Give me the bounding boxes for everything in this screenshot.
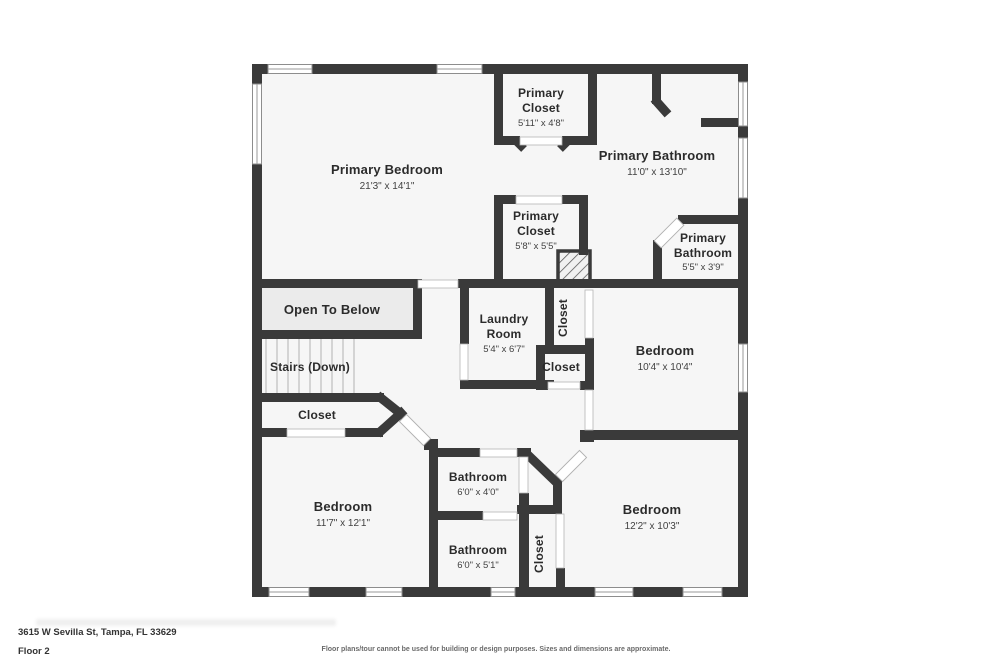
label-primary-bathroom: Primary Bathroom: [599, 148, 716, 163]
label-bedroom-bottom-right: Bedroom: [623, 502, 681, 517]
windows: [252, 64, 748, 597]
hatched-chase: [556, 249, 592, 283]
dims-laundry: 5'4" x 6'7": [483, 344, 525, 355]
label-laundry-2: Room: [487, 327, 522, 341]
label-primary-closet-mid-2: Closet: [517, 224, 555, 238]
label-laundry-1: Laundry: [480, 312, 529, 326]
label-primary-bedroom: Primary Bedroom: [331, 162, 443, 177]
dims-bathroom-lower: 6'0" x 5'1": [457, 560, 499, 571]
dims-primary-bathroom: 11'0" x 13'10": [627, 167, 687, 178]
faded-watermark: [36, 619, 336, 626]
label-bathroom-upper: Bathroom: [449, 470, 507, 484]
disclaimer-text: Floor plans/tour cannot be used for buil…: [322, 646, 671, 653]
door-openings: [286, 136, 685, 569]
dims-primary-closet-top: 5'11" x 4'8": [518, 118, 564, 129]
dims-bathroom-upper: 6'0" x 4'0": [457, 487, 499, 498]
label-primary-bathroom-small-2: Bathroom: [674, 246, 732, 260]
floor-label: Floor 2: [18, 646, 50, 657]
label-hall-closet: Closet: [298, 408, 336, 422]
dims-bedroom-left: 11'7" x 12'1": [316, 518, 371, 529]
footer: 3615 W Sevilla St, Tampa, FL 33629 Floor…: [18, 619, 670, 657]
label-bedroom-right: Bedroom: [636, 343, 694, 358]
label-laundry-closet: Closet: [556, 299, 570, 337]
room-labels: Primary Bedroom 21'3" x 14'1" Primary Cl…: [270, 86, 732, 573]
dims-primary-bathroom-small: 5'5" x 3'9": [682, 262, 724, 273]
open-to-below-area: [262, 288, 413, 330]
label-primary-closet-top-2: Closet: [522, 101, 560, 115]
dims-bedroom-right: 10'4" x 10'4": [638, 362, 693, 373]
label-hall-closet-small: Closet: [542, 360, 580, 374]
label-primary-closet-mid-1: Primary: [513, 209, 559, 223]
label-open-to-below: Open To Below: [284, 302, 381, 317]
dims-primary-closet-mid: 5'8" x 5'5": [515, 241, 557, 252]
dims-primary-bedroom: 21'3" x 14'1": [360, 181, 415, 192]
label-bedroom2-closet: Closet: [532, 535, 546, 573]
label-stairs: Stairs (Down): [270, 360, 350, 374]
label-bathroom-lower: Bathroom: [449, 543, 507, 557]
label-bedroom-left: Bedroom: [314, 499, 372, 514]
label-primary-closet-top-1: Primary: [518, 86, 564, 100]
dims-bedroom-bottom-right: 12'2" x 10'3": [625, 521, 680, 532]
label-primary-bathroom-small-1: Primary: [680, 231, 726, 245]
stairs-treads: [265, 339, 355, 393]
address-text: 3615 W Sevilla St, Tampa, FL 33629: [18, 627, 177, 638]
